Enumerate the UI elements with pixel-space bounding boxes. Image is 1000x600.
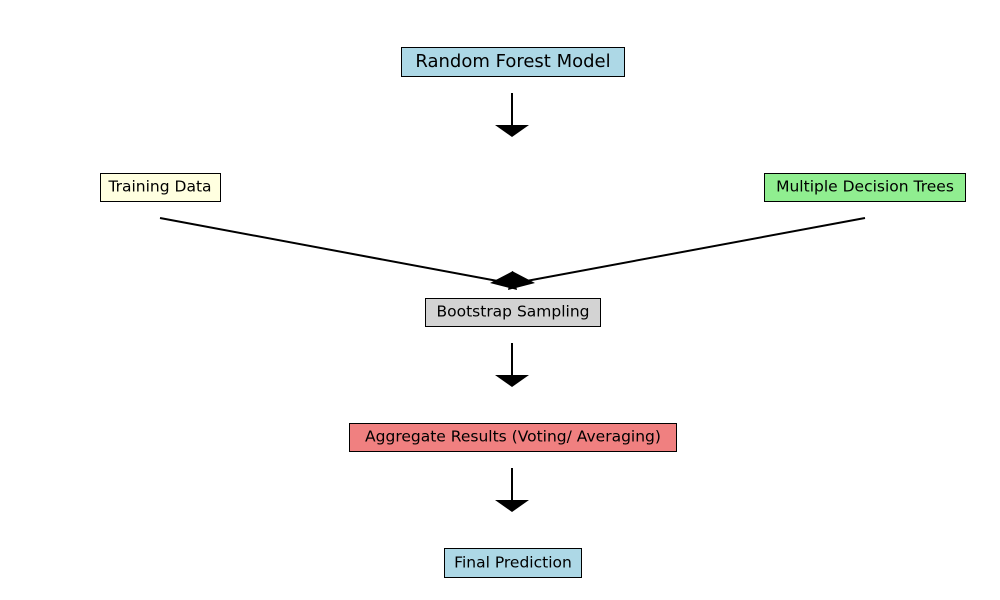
- arrow-trees-to-sampling: [508, 217, 866, 290]
- node-label-multiple-decision-trees: Multiple Decision Trees: [776, 178, 954, 196]
- node-label-bootstrap-sampling: Bootstrap Sampling: [436, 303, 589, 321]
- node-final-prediction: Final Prediction: [444, 548, 582, 578]
- node-multiple-decision-trees: Multiple Decision Trees: [764, 173, 966, 202]
- arrow-aggregate-to-final: [495, 468, 529, 512]
- node-box-aggregate-results: [349, 423, 677, 452]
- node-box-random-forest-model: [401, 47, 625, 77]
- node-box-multiple-decision-trees: [764, 173, 966, 202]
- node-label-aggregate-results: Aggregate Results (Voting/ Averaging): [365, 428, 661, 446]
- arrow-training-to-sampling: [159, 217, 517, 290]
- node-label-training-data: Training Data: [107, 178, 211, 196]
- node-box-bootstrap-sampling: [425, 298, 601, 327]
- node-label-random-forest-model: Random Forest Model: [415, 51, 610, 72]
- node-training-data: Training Data: [100, 173, 221, 202]
- node-aggregate-results: Aggregate Results (Voting/ Averaging): [349, 423, 677, 452]
- node-random-forest-model: Random Forest Model: [401, 47, 625, 77]
- node-bootstrap-sampling: Bootstrap Sampling: [425, 298, 601, 327]
- node-label-final-prediction: Final Prediction: [454, 554, 572, 572]
- arrow-sampling-to-aggregate: [495, 343, 529, 387]
- arrows: [159, 93, 866, 512]
- node-box-training-data: [100, 173, 221, 202]
- node-box-final-prediction: [444, 548, 582, 578]
- arrow-model-to-sampling: [495, 93, 529, 137]
